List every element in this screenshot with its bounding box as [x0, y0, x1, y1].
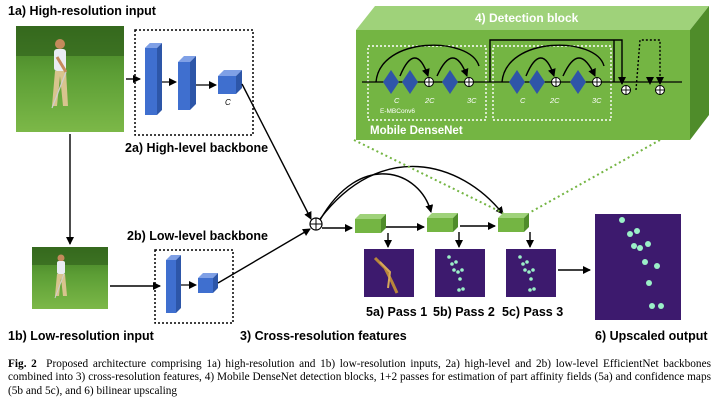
embconv-label: E-MBConv6	[380, 108, 415, 115]
pass2-output-map	[435, 249, 485, 297]
mobile-densenet-label: Mobile DenseNet	[370, 125, 463, 137]
high-res-input-label: 1a) High-resolution input	[8, 4, 157, 18]
pass1-output-map	[364, 249, 414, 297]
low-level-backbone-label: 2b) Low-level backbone	[127, 229, 268, 243]
low-res-input-image	[32, 247, 108, 309]
det-3c-label-1: 3C	[467, 96, 477, 105]
pass3-label: 5c) Pass 3	[502, 305, 563, 319]
det-2c-label-1: 2C	[424, 96, 435, 105]
det-c-label-2: C	[520, 96, 526, 105]
pass2-label: 5b) Pass 2	[433, 305, 495, 319]
caption-text: Proposed architecture comprising 1a) hig…	[8, 358, 711, 397]
figure-caption: Fig. 2 Proposed architecture comprising …	[8, 358, 711, 398]
pass3-output-map	[506, 249, 556, 297]
high-level-c-label: C	[225, 98, 231, 107]
high-level-backbone-box	[134, 29, 254, 136]
embconv-diamonds	[383, 70, 586, 94]
pass1-label: 5a) Pass 1	[366, 305, 427, 319]
det-3c-label-2: 3C	[592, 96, 602, 105]
detection-block-label: 4) Detection block	[475, 11, 579, 25]
low-res-input-label: 1b) Low-resolution input	[8, 329, 155, 343]
det-c-label-1: C	[394, 96, 400, 105]
cross-resolution-label: 3) Cross-resolution features	[240, 329, 407, 343]
high-level-backbone-blocks	[145, 43, 242, 115]
upscaled-output-map	[595, 214, 681, 320]
high-level-backbone-label: 2a) High-level backbone	[125, 141, 268, 155]
caption-figure-number: Fig. 2	[8, 358, 37, 370]
concat-node	[309, 217, 323, 231]
high-res-input-image	[16, 26, 124, 132]
architecture-diagram: 1a) High-resolution input C 2a) High-lev…	[8, 4, 709, 343]
low-level-backbone-box	[154, 249, 234, 324]
pass2-block	[427, 213, 458, 232]
pass1-block	[355, 214, 386, 233]
det-2c-label-2: 2C	[549, 96, 560, 105]
low-level-backbone-blocks	[166, 255, 218, 313]
pass3-block	[498, 213, 529, 232]
upscaled-output-label: 6) Upscaled output	[595, 329, 708, 343]
